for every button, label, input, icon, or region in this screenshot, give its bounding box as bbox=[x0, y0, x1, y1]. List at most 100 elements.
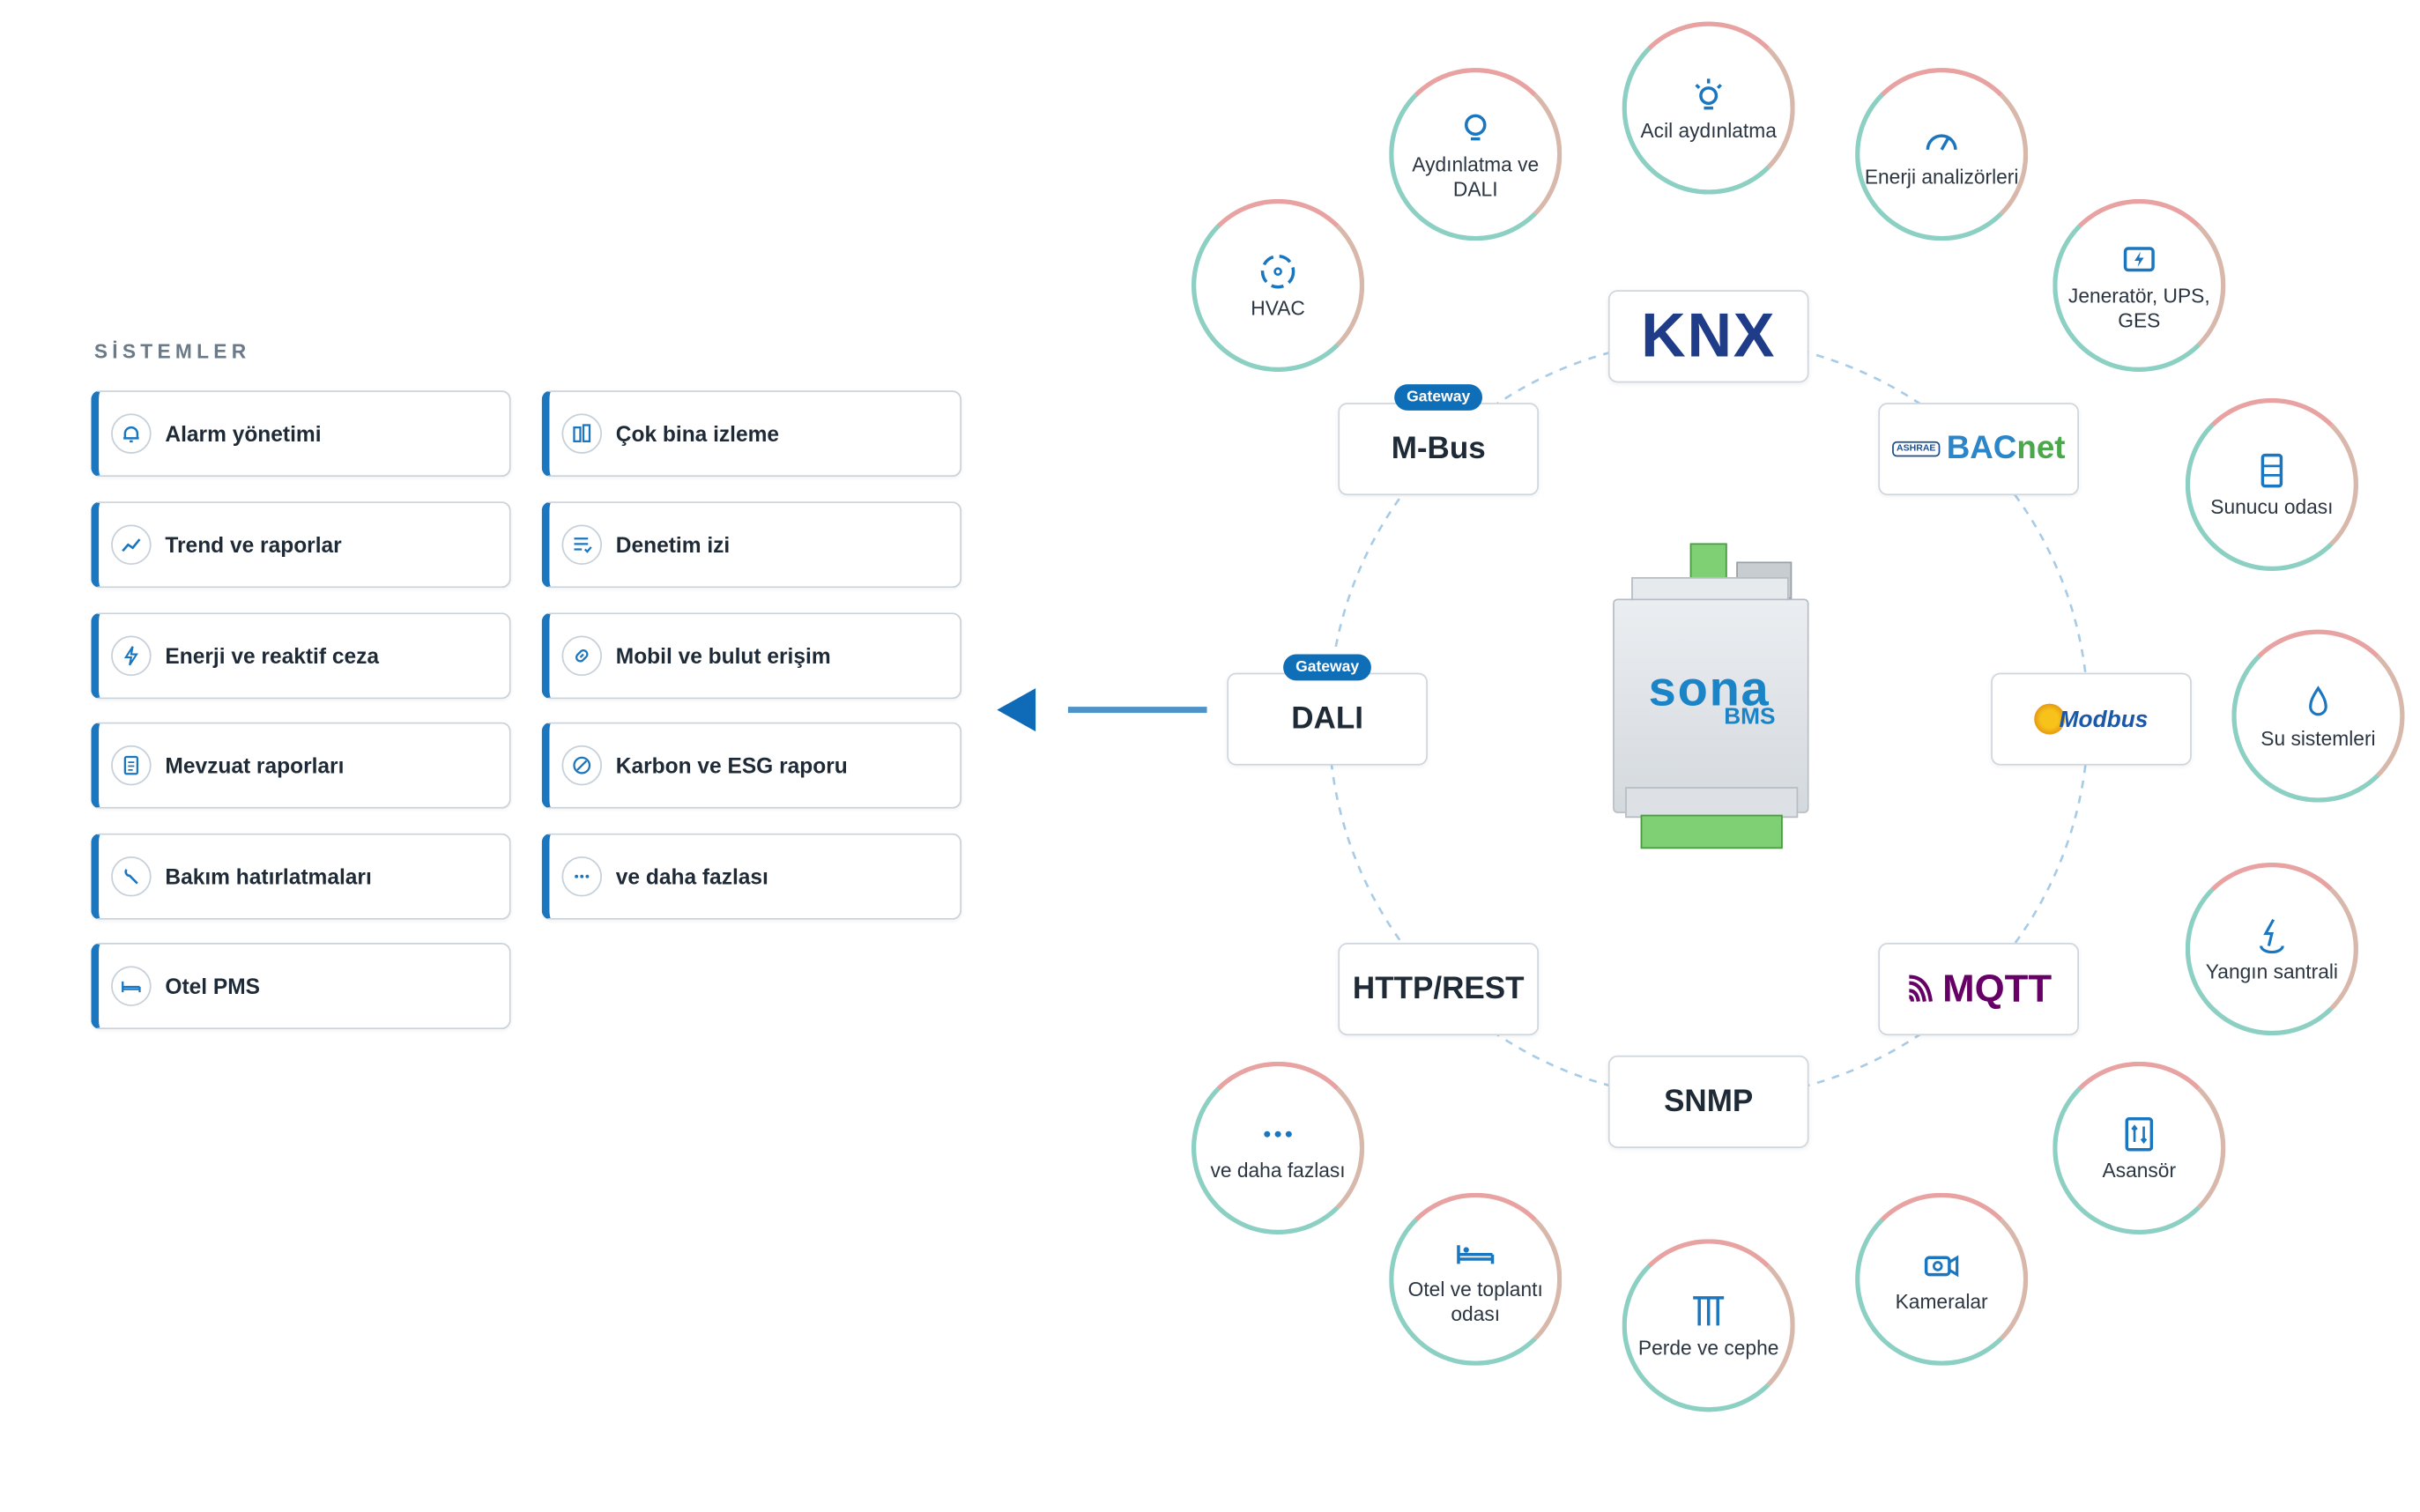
system-hvac: HVAC bbox=[1191, 198, 1365, 373]
device-sub: BMS bbox=[1724, 703, 1776, 730]
system-lighting-dali: Aydınlatma ve DALI bbox=[1389, 68, 1563, 241]
bed-icon bbox=[111, 966, 152, 1006]
system-label: Kameralar bbox=[1895, 1289, 1988, 1313]
feature-card-maintenance: Bakım hatırlatmaları bbox=[91, 833, 511, 920]
feature-card-multi-building: Çok bina izleme bbox=[541, 390, 962, 478]
feature-card-regulation: Mevzuat raporları bbox=[91, 722, 511, 809]
battery-bolt-icon bbox=[2119, 239, 2160, 279]
feature-card-alarm: Alarm yönetimi bbox=[91, 390, 511, 478]
feature-card-more: ve daha fazlası bbox=[541, 833, 962, 920]
feature-card-mobile-cloud: Mobil ve bulut erişim bbox=[541, 612, 962, 700]
wrench-icon bbox=[111, 856, 152, 897]
water-drop-icon bbox=[2298, 681, 2339, 722]
hvac-icon bbox=[1258, 251, 1298, 292]
system-label: Su sistemleri bbox=[2260, 725, 2376, 750]
device-bottom-strip bbox=[1625, 787, 1799, 819]
sona-bms-device: sona BMS bbox=[1613, 540, 1809, 864]
system-elevator: Asansör bbox=[2053, 1061, 2226, 1235]
system-hotel-meeting: Otel ve toplantı odası bbox=[1389, 1192, 1563, 1366]
mqtt-logo: MQTT bbox=[1905, 967, 2052, 1012]
bed-icon bbox=[1455, 1232, 1496, 1272]
feature-label: Otel PMS bbox=[165, 974, 261, 999]
buildings-icon bbox=[561, 413, 603, 454]
feature-label: Karbon ve ESG raporu bbox=[615, 752, 848, 778]
feature-label: Mevzuat raporları bbox=[165, 752, 345, 778]
feature-label: Mobil ve bulut erişim bbox=[615, 643, 831, 669]
snmp-label: SNMP bbox=[1664, 1084, 1754, 1118]
system-label: Otel ve toplantı odası bbox=[1407, 1277, 1543, 1325]
arrow-head bbox=[997, 688, 1036, 732]
feature-label: Alarm yönetimi bbox=[165, 421, 322, 447]
camera-icon bbox=[1921, 1244, 1962, 1285]
protocol-bacnet: ASHRAE BACnet bbox=[1878, 403, 2080, 496]
system-label: Yangın santrali bbox=[2205, 959, 2339, 982]
arrow-line bbox=[1067, 707, 1207, 714]
system-label: Aydınlatma ve DALI bbox=[1412, 152, 1540, 200]
system-label: Sunucu odası bbox=[2210, 494, 2334, 518]
light-bulb-icon bbox=[1455, 107, 1496, 148]
system-label: Acil aydınlatma bbox=[1640, 117, 1777, 142]
feature-card-audit: Denetim izi bbox=[541, 501, 962, 589]
system-fire-panel: Yangın santrali bbox=[2185, 862, 2358, 1036]
feature-label: Çok bina izleme bbox=[615, 421, 780, 447]
system-label: Enerji analizörleri bbox=[1864, 164, 2019, 188]
trend-chart-icon bbox=[111, 524, 152, 565]
systems-title: SİSTEMLER bbox=[93, 339, 251, 363]
more-dots-icon bbox=[1258, 1114, 1298, 1154]
leaf-icon bbox=[561, 745, 603, 786]
ashrae-tag: ASHRAE bbox=[1891, 441, 1941, 458]
link-icon bbox=[561, 635, 603, 677]
protocol-knx: KNX bbox=[1607, 290, 1809, 383]
dali-label: DALI bbox=[1291, 700, 1363, 736]
protocol-mbus: Gateway M-Bus bbox=[1338, 384, 1540, 496]
knx-logo: KNX bbox=[1641, 301, 1777, 370]
fire-icon bbox=[2252, 915, 2292, 955]
gateway-badge: Gateway bbox=[1283, 654, 1372, 681]
feature-label: Denetim izi bbox=[615, 532, 731, 558]
feature-label: Trend ve raporlar bbox=[165, 532, 342, 558]
modbus-star-icon bbox=[2034, 703, 2066, 735]
protocol-modbus: Modbus bbox=[1991, 672, 2192, 766]
system-curtain-facade: Perde ve cephe bbox=[1622, 1239, 1795, 1412]
elevator-icon bbox=[2119, 1114, 2160, 1154]
feature-label: Enerji ve reaktif ceza bbox=[165, 643, 379, 669]
system-emergency-lighting: Acil aydınlatma bbox=[1622, 21, 1795, 195]
protocol-mqtt: MQTT bbox=[1878, 943, 2080, 1036]
protocol-http-rest: HTTP/REST bbox=[1338, 943, 1540, 1036]
feature-label: Bakım hatırlatmaları bbox=[165, 863, 372, 889]
system-label: Asansör bbox=[2102, 1158, 2177, 1182]
feature-label: ve daha fazlası bbox=[615, 863, 768, 889]
system-label: HVAC bbox=[1251, 295, 1305, 319]
device-logo: sona bbox=[1648, 660, 1770, 716]
protocol-dali: Gateway DALI bbox=[1227, 654, 1428, 766]
system-energy-analyzers: Enerji analizörleri bbox=[1855, 68, 2029, 241]
emergency-light-icon bbox=[1689, 73, 1729, 114]
feature-card-hotel-pms: Otel PMS bbox=[91, 943, 511, 1030]
mqtt-label: MQTT bbox=[1942, 967, 2053, 1011]
server-icon bbox=[2252, 450, 2292, 491]
system-cameras: Kameralar bbox=[1855, 1192, 2029, 1366]
audit-list-icon bbox=[561, 524, 603, 565]
system-water: Su sistemleri bbox=[2231, 629, 2405, 803]
system-more: ve daha fazlası bbox=[1191, 1061, 1365, 1235]
bacnet-main: BAC bbox=[1946, 430, 2017, 466]
device-bottom-terminal bbox=[1640, 814, 1783, 849]
feature-card-carbon: Karbon ve ESG raporu bbox=[541, 722, 962, 809]
document-icon bbox=[111, 745, 152, 786]
curtain-icon bbox=[1689, 1291, 1729, 1331]
feature-card-trend: Trend ve raporlar bbox=[91, 501, 511, 589]
mqtt-signal-icon bbox=[1908, 975, 1933, 1002]
gateway-badge: Gateway bbox=[1394, 384, 1483, 411]
modbus-logo: Modbus bbox=[2034, 703, 2148, 735]
system-label: Jeneratör, UPS, GES bbox=[2067, 283, 2210, 331]
more-dots-icon bbox=[561, 856, 603, 897]
http-label: HTTP/REST bbox=[1352, 971, 1525, 1005]
device-body bbox=[1613, 598, 1809, 813]
system-generator-ups: Jeneratör, UPS, GES bbox=[2053, 198, 2226, 373]
lightning-icon bbox=[111, 635, 152, 677]
system-label: Perde ve cephe bbox=[1637, 1335, 1779, 1360]
feature-card-energy: Enerji ve reaktif ceza bbox=[91, 612, 511, 700]
protocol-snmp: SNMP bbox=[1607, 1055, 1809, 1148]
bacnet-suffix: net bbox=[2016, 430, 2066, 466]
